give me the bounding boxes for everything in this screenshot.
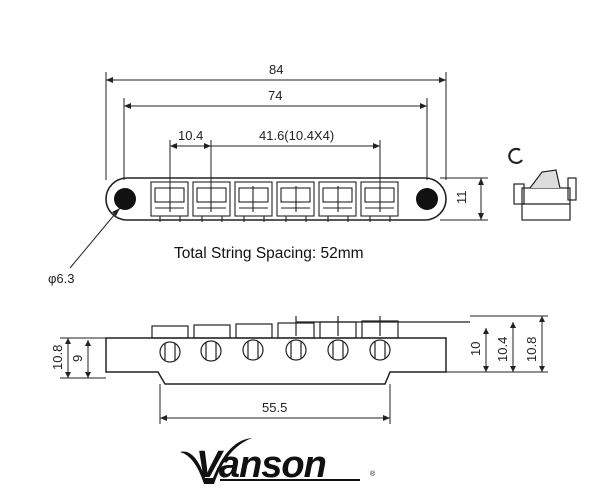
post-hole-left-icon bbox=[114, 188, 136, 210]
label-diameter: φ6.3 bbox=[48, 271, 75, 286]
screw-heads bbox=[159, 339, 391, 363]
total-string-spacing-note: Total String Spacing: 52mm bbox=[174, 245, 364, 262]
label-11: 11 bbox=[454, 191, 469, 205]
label-9-left: 9 bbox=[70, 355, 85, 362]
saddle-4 bbox=[276, 181, 315, 222]
saddle-5 bbox=[318, 181, 357, 222]
label-74: 74 bbox=[268, 88, 282, 103]
bridge-body-top bbox=[105, 177, 447, 221]
label-10-8-right: 10.8 bbox=[524, 337, 539, 362]
label-10-4: 10.4 bbox=[178, 128, 203, 143]
trademark-symbol: ® bbox=[370, 471, 376, 478]
logo-swoosh-icon bbox=[180, 438, 252, 484]
post-hole-right-icon bbox=[416, 188, 438, 210]
saddle-6 bbox=[360, 181, 399, 222]
label-10-right: 10 bbox=[468, 342, 483, 356]
saddle-1 bbox=[150, 181, 189, 222]
label-10-8-left: 10.8 bbox=[50, 345, 65, 370]
label-41-6: 41.6(10.4X4) bbox=[259, 128, 334, 143]
saddle-3 bbox=[234, 181, 273, 222]
saddle-2 bbox=[192, 181, 231, 222]
saddles-top-view bbox=[150, 181, 399, 222]
label-84: 84 bbox=[269, 62, 283, 77]
label-55-5: 55.5 bbox=[262, 400, 287, 415]
brand-logo: Vanson bbox=[196, 444, 327, 487]
bridge-side-view bbox=[105, 316, 470, 385]
bridge-end-view bbox=[508, 147, 577, 221]
brand-name: Vanson bbox=[196, 444, 327, 486]
diameter-leader bbox=[69, 207, 121, 269]
label-10-4-right: 10.4 bbox=[495, 337, 510, 362]
